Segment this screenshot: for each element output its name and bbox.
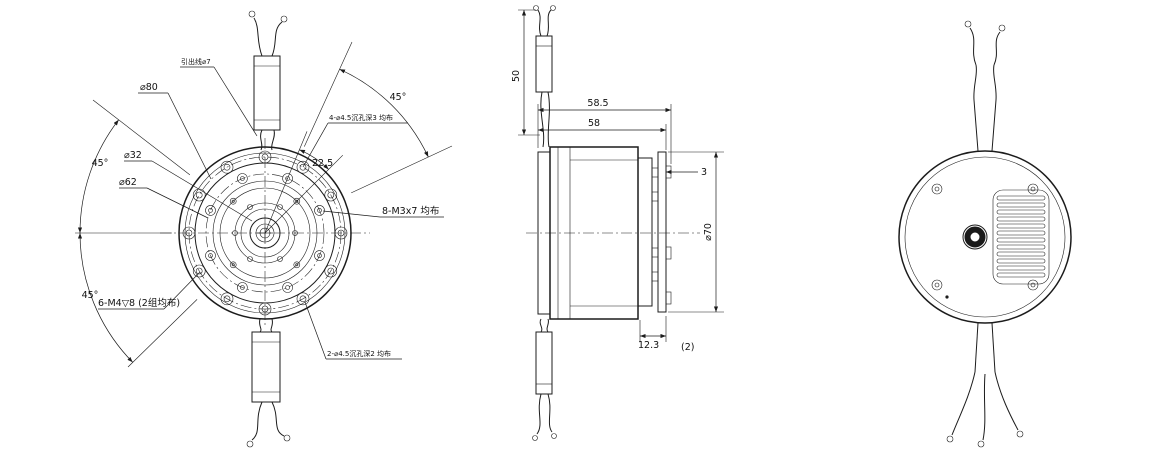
side-bottom-cable [532, 318, 557, 441]
wire-hook [964, 20, 972, 28]
cable-connector [251, 331, 281, 403]
dim-overall-length: 58.5 [587, 98, 608, 109]
wire-hook [280, 15, 288, 23]
rear-top-cable [964, 20, 1006, 152]
rear-view [898, 20, 1072, 448]
cable-connector [253, 55, 281, 131]
wire-hook [1016, 430, 1024, 438]
front-leaders [98, 66, 444, 360]
end-cap-profile [637, 157, 653, 307]
wire-hook [533, 5, 539, 11]
label-counterbore-top: 4-⌀4.5沉孔深3 均布 [329, 113, 393, 122]
side-top-cable [533, 5, 556, 148]
cable-connector [535, 331, 553, 395]
dim-dia70: ⌀70 [703, 223, 714, 241]
bolt-circle-80 [188, 156, 342, 310]
side-body [537, 146, 672, 320]
mount-tab [665, 291, 672, 305]
hub-circle-32 [249, 217, 281, 249]
mount-tab [665, 246, 672, 260]
wire-hook [532, 435, 538, 441]
front-top-cable [248, 10, 288, 151]
center-bearing-hole [962, 224, 988, 250]
label-angle-left: 45° [92, 158, 109, 169]
cable-connector [535, 35, 553, 93]
label-angle-bottom-left: 45° [82, 290, 99, 301]
wire-hook [248, 10, 256, 18]
label-lead-wire: 引出线⌀7 [181, 57, 211, 66]
front-bottom-cable [246, 318, 291, 448]
label-thread-bottom-left: 6-M4▽8 (2组均布) [98, 297, 180, 309]
rear-inner-circle [904, 156, 1066, 318]
wire-hook [551, 433, 557, 439]
label-counterbore-bottom: 2-⌀4.5沉孔深2 均布 [327, 349, 391, 358]
label-dia32: ⌀32 [124, 150, 142, 161]
rear-outer-circle [898, 150, 1072, 324]
dim-cover-depth: 12.3 [638, 340, 659, 351]
wire-hook [977, 440, 985, 448]
wire-hook [246, 440, 254, 448]
rear-bottom-cable [946, 322, 1024, 448]
side-dimensions: 50 58.5 58 3 ⌀70 12.3 (2) [511, 9, 724, 353]
side-view: 50 58.5 58 3 ⌀70 12.3 (2) [511, 5, 724, 441]
front-angle-dimensions [75, 41, 453, 368]
label-dia62: ⌀62 [119, 177, 137, 188]
rear-screws [931, 183, 1039, 299]
wire-hook [998, 24, 1006, 32]
wire-hook [550, 5, 556, 11]
heatsink-fins [992, 189, 1050, 285]
dim-cable-length: 50 [511, 70, 522, 82]
wire-hook [283, 434, 291, 442]
front-view: ⌀80 引出线⌀7 45° 4-⌀4.5沉孔深3 均布 22.5 ⌀32 ⌀62… [75, 10, 453, 448]
dim-qty-note: (2) [681, 342, 694, 353]
label-thread-right: 8-M3x7 均布 [382, 205, 439, 217]
label-dia80: ⌀80 [140, 82, 158, 93]
dim-tab-thickness: 3 [701, 167, 707, 178]
bolt-circle-62 [205, 173, 325, 293]
wire-hook [946, 435, 954, 443]
label-angle-offset: 22.5 [312, 158, 333, 169]
dim-body-length: 58 [588, 118, 600, 129]
label-angle-top-right: 45° [390, 92, 407, 103]
pilot-dot [945, 295, 949, 299]
rear-cover-profile [657, 151, 667, 313]
